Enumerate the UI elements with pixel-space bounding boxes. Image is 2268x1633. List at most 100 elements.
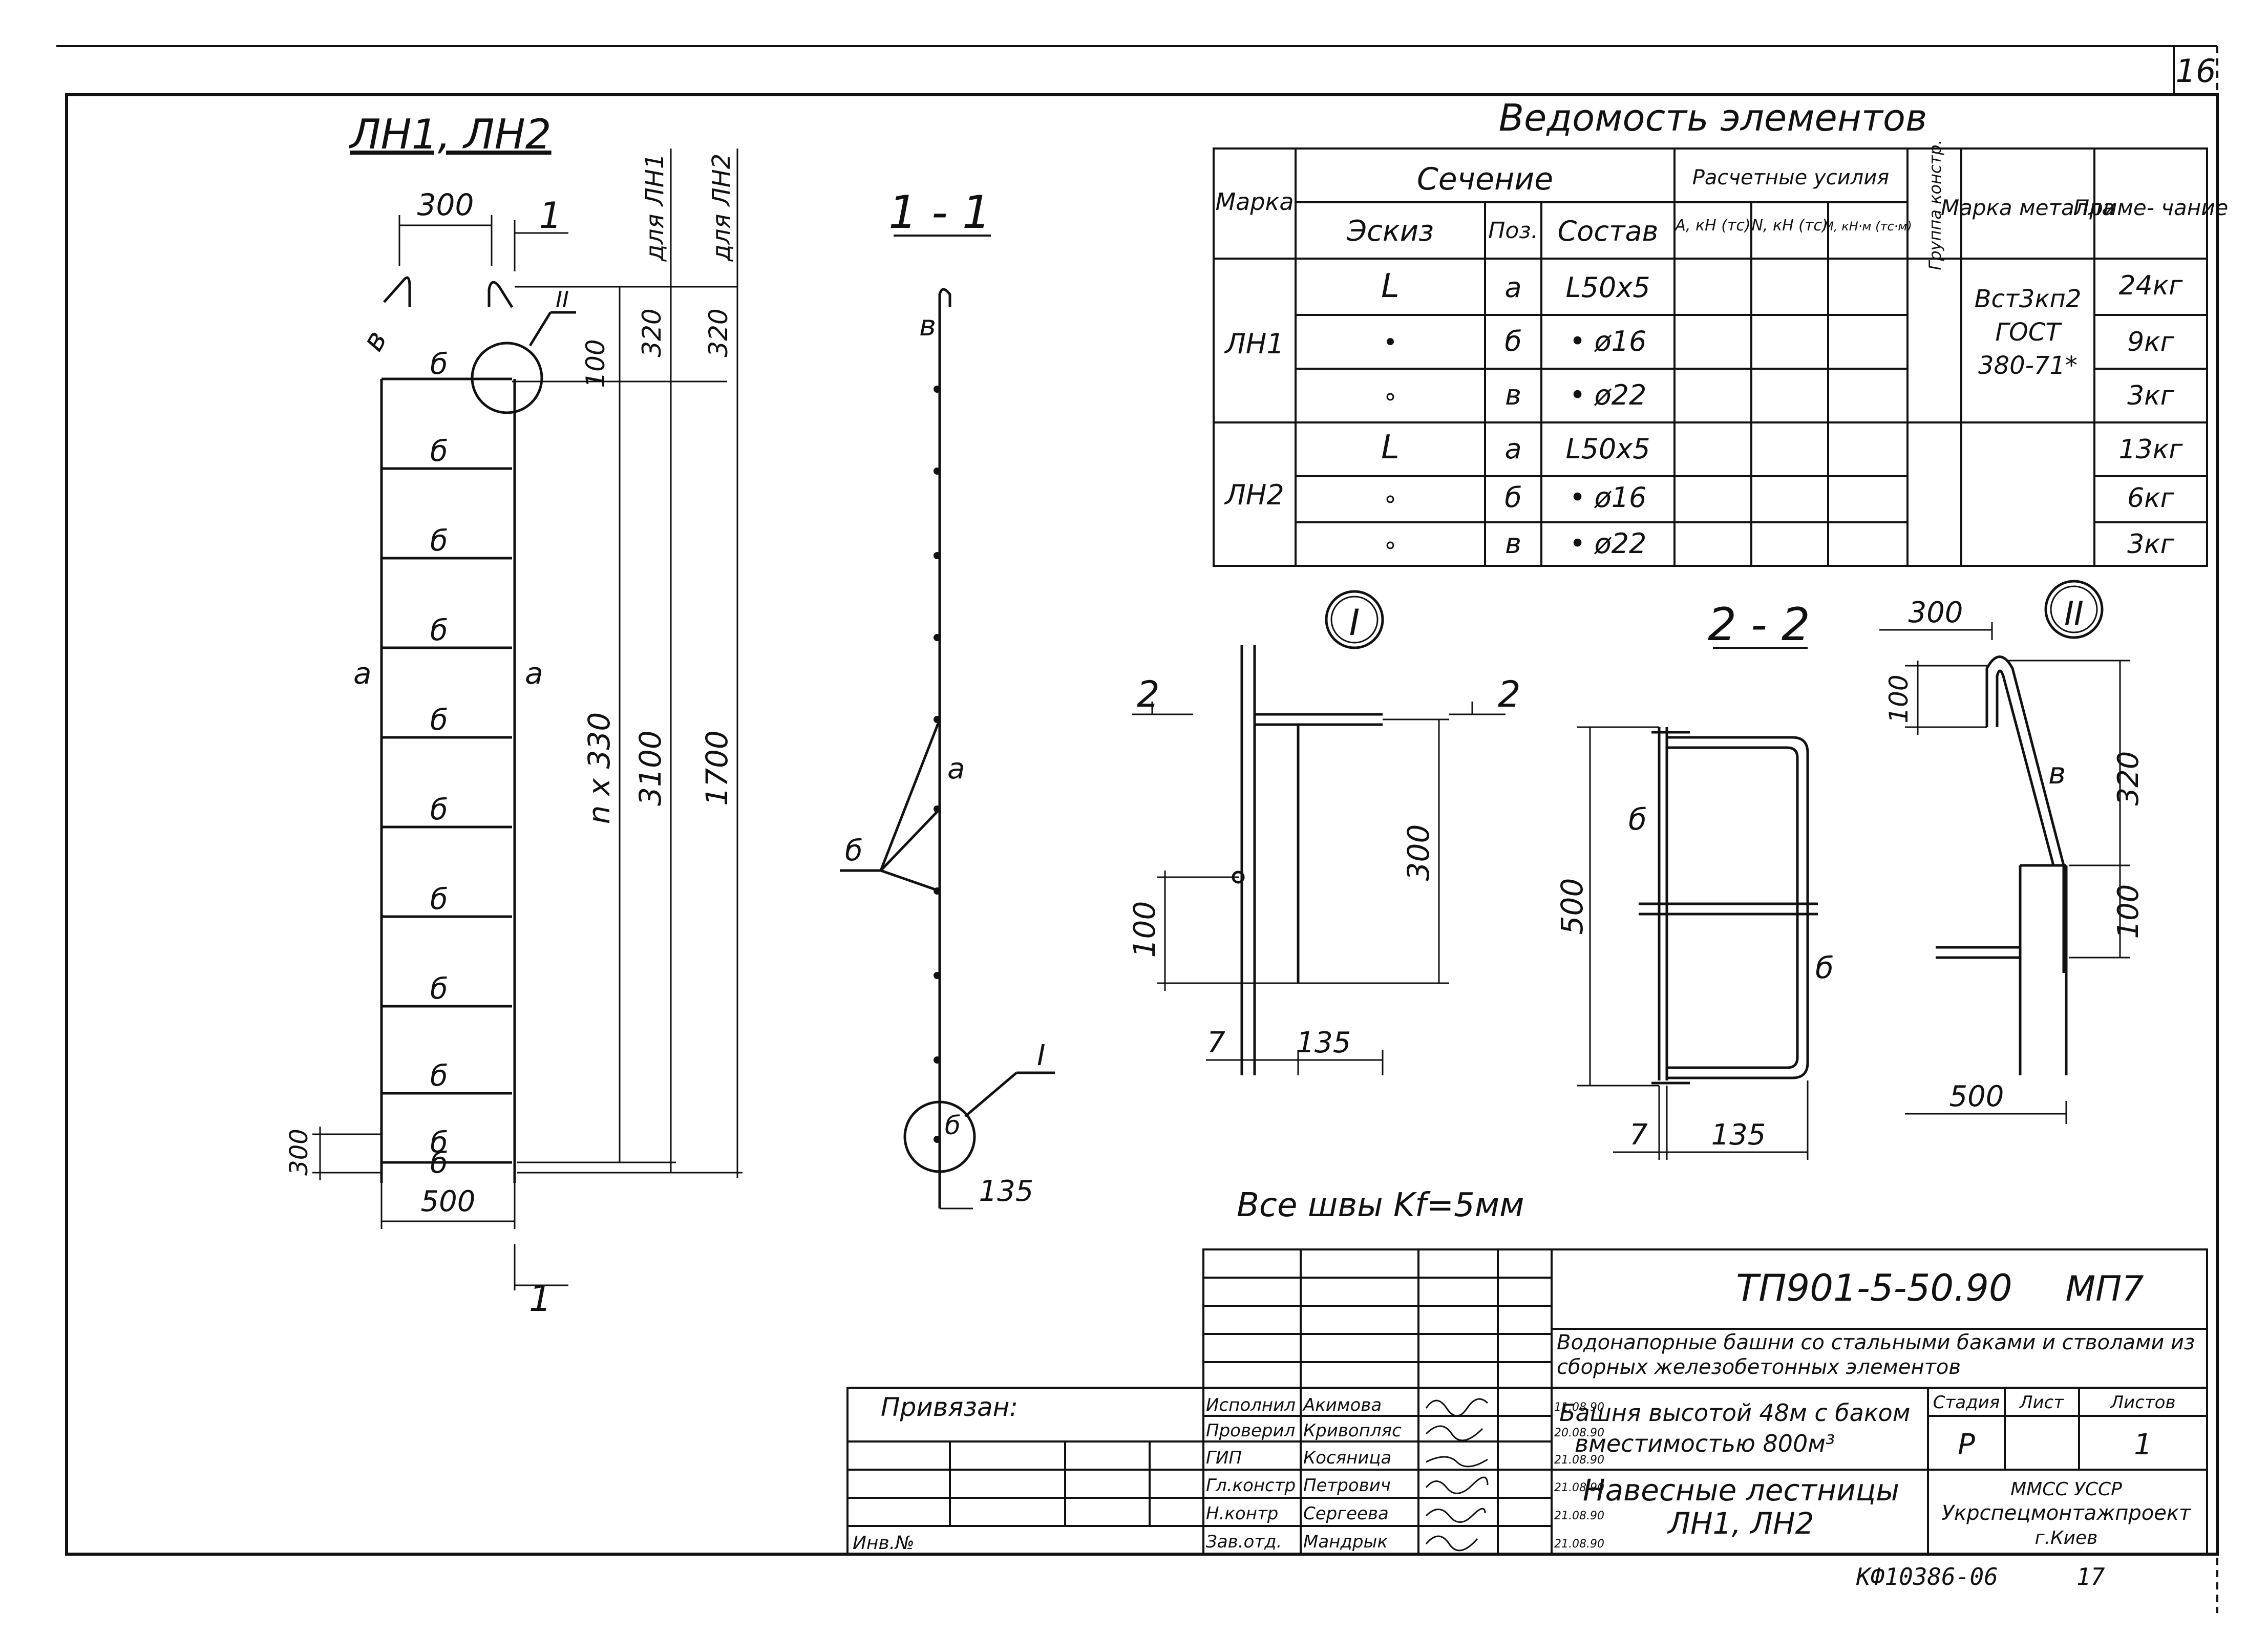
ln1-b-poz: б [1504, 325, 1521, 357]
dim-300-top: 300 [417, 187, 474, 222]
section-1-1: 1 - 1 в а б б I 135 [840, 186, 1055, 1210]
sign-date-1: 11.08.90 [1554, 1401, 1604, 1414]
rail-label-right: а [525, 656, 543, 691]
rung-label-1: б [430, 348, 448, 381]
title-block: ТП901-5-50.90 МП7 Водонапорные башни со … [846, 1248, 2208, 1555]
sign-date-5: 21.08.90 [1554, 1510, 1604, 1522]
column-label-ln1: для ЛН1 [641, 154, 669, 262]
dim-320-a: 320 [637, 308, 667, 357]
ln2-b-eskiz: ∘ [1383, 484, 1398, 513]
dim-n-x-330: n x 330 [582, 712, 617, 824]
detail2-dim-100-top: 100 [1884, 674, 1914, 723]
rung-label-5: б [430, 704, 448, 737]
ln2-v-sostav: • ø22 [1570, 527, 1647, 560]
section22-dim-135: 135 [1711, 1118, 1766, 1152]
rung-label-4: б [430, 614, 448, 647]
schedule-table: Ведомость элементов Марка Сече [1213, 96, 2229, 567]
doc-section: МП7 [2065, 1269, 2144, 1309]
row-marka-ln1: ЛН1 [1224, 328, 1284, 360]
detail1-dim-300: 300 [1401, 824, 1436, 881]
org-line-3: г.Киев [2035, 1528, 2098, 1549]
drawing1-title: ЛН1, ЛН2 [348, 111, 551, 158]
sign-role-5: Н.контр [1206, 1503, 1278, 1524]
sign-date-4: 21.08.90 [1554, 1481, 1604, 1494]
dim-100: 100 [581, 339, 610, 388]
section11-label-v: в [919, 309, 936, 343]
detail2-dim-300: 300 [1909, 596, 1963, 629]
rung-label-8: б [430, 972, 448, 1006]
sign-name-2: Кривопляс [1303, 1420, 1402, 1441]
detail1-mark: I [1349, 602, 1360, 644]
sign-name-6: Мандрык [1303, 1532, 1388, 1552]
detail1-dim-7: 7 [1207, 1026, 1225, 1059]
rung-label-6: б [430, 793, 448, 826]
row-marka-ln2: ЛН2 [1224, 479, 1284, 511]
col-a-kn: А, кН (тс) [1674, 217, 1750, 235]
detail1-cut-right: 2 [1498, 673, 1521, 715]
doc-code: ТП901-5-50.90 [1736, 1266, 2012, 1309]
col-m-kn: М, кН·м (тс·м) [1823, 219, 1912, 234]
ln1-a-eskiz: L [1381, 267, 1400, 305]
section-mark-bottom: 1 [529, 1278, 552, 1320]
section22-dim-500: 500 [1555, 878, 1589, 935]
dim-1700: 1700 [700, 730, 734, 806]
metal-line-3: 380-71* [1978, 351, 2078, 380]
sign-role-3: ГИП [1206, 1448, 1242, 1468]
object-line-1: Башня высотой 48м с баком [1559, 1399, 1911, 1427]
ln2-a-note: 13кг [2119, 434, 2184, 465]
detail2-mark: II [2064, 595, 2084, 633]
sign-date-2: 20.08.90 [1554, 1427, 1604, 1439]
section11-label-a: а [947, 752, 965, 786]
detail-mark-ii: II [556, 287, 569, 313]
col-marka-metalla: Марка металла [1941, 195, 2115, 220]
label-v: в [355, 324, 394, 357]
stage-value: Р [1958, 1428, 1975, 1461]
rung-label-10: б [430, 1126, 448, 1159]
schedule-title: Ведомость элементов [1499, 96, 1927, 139]
sheet-title-line-2: ЛН1, ЛН2 [1667, 1506, 1814, 1541]
rail-label-left: а [353, 656, 372, 691]
col-n-kn: N, кН (тс) [1751, 217, 1828, 235]
section-2-2: 2 - 2 б б 500 7 135 [1555, 598, 1834, 1160]
col-sostav: Состав [1558, 215, 1659, 247]
sheets-label: Листов [2109, 1392, 2175, 1413]
section11-label-b: б [845, 834, 863, 867]
detail2-dim-320: 320 [2112, 751, 2145, 806]
sheet-label: Лист [2019, 1392, 2064, 1413]
project-name: Водонапорные башни со стальными баками и… [1557, 1331, 2195, 1379]
col-usiliya: Расчетные усилия [1692, 166, 1890, 189]
sheets-value: 1 [2134, 1428, 2152, 1461]
detail2-label-v: в [2048, 756, 2066, 791]
detail-ii: II 300 100 320 100 в 500 [1879, 580, 2145, 1124]
ln1-a-note: 24кг [2119, 270, 2184, 301]
section11-detail-mark: I [1037, 1039, 1046, 1072]
col-marka: Марка [1215, 188, 1294, 216]
sign-name-4: Петрович [1303, 1475, 1391, 1496]
sign-date-3: 21.08.90 [1554, 1454, 1604, 1467]
ln1-a-poz: а [1504, 271, 1521, 304]
ln1-b-eskiz: • [1383, 328, 1397, 357]
col-primechanie: Приме- чание [2073, 195, 2229, 220]
dim-300-bottom: 300 [285, 1129, 313, 1176]
detail1-dim-135: 135 [1297, 1026, 1351, 1059]
inv-label: Инв.№ [853, 1533, 915, 1554]
section-mark-top: 1 [539, 195, 562, 237]
section11-title: 1 - 1 [888, 186, 991, 239]
section22-title: 2 - 2 [1708, 598, 1810, 651]
object-line-2: вместимостью 800м³ [1575, 1430, 1835, 1457]
detail-i: I 2 2 300 100 7 135 [1127, 590, 1521, 1075]
privyazan-label: Привязан: [881, 1392, 1018, 1422]
section22-label-b-right: б [1815, 950, 1834, 985]
metal-line-2: ГОСТ [1995, 318, 2062, 347]
sheet-title-line-1: Навесные лестницы [1583, 1473, 1899, 1508]
detail2-dim-100-bottom: 100 [2112, 884, 2145, 939]
ln2-b-sostav: • ø16 [1570, 481, 1647, 514]
ln2-a-eskiz: L [1381, 429, 1400, 466]
ln2-b-poz: б [1504, 481, 1521, 514]
ln1-v-poz: в [1505, 379, 1521, 411]
sign-role-6: Зав.отд. [1206, 1532, 1282, 1552]
ln1-a-sostav: L50x5 [1565, 271, 1650, 304]
ln2-v-poz: в [1505, 527, 1521, 560]
ladder-elevation: ЛН1, ЛН2 [285, 111, 743, 1320]
